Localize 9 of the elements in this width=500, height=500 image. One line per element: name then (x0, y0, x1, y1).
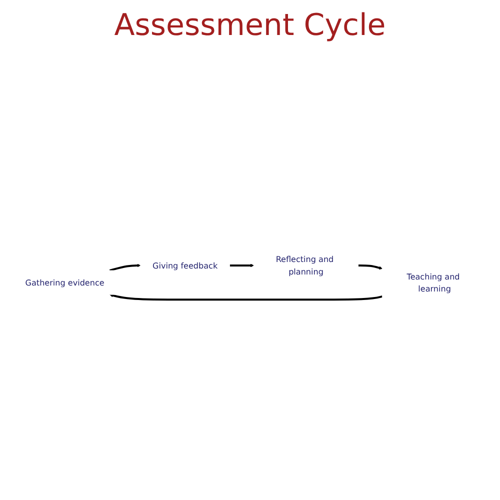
arrow (358, 264, 382, 270)
node-text: Giving feedback (152, 260, 218, 270)
arrow (230, 264, 254, 268)
node-text: Teaching and learning (406, 272, 460, 294)
arrow (109, 264, 141, 272)
diagram-title: Assessment Cycle (113, 8, 387, 43)
node-text: Reflecting and planning (276, 254, 334, 276)
arrow (110, 294, 383, 301)
node-text: Gathering evidence (25, 278, 104, 288)
